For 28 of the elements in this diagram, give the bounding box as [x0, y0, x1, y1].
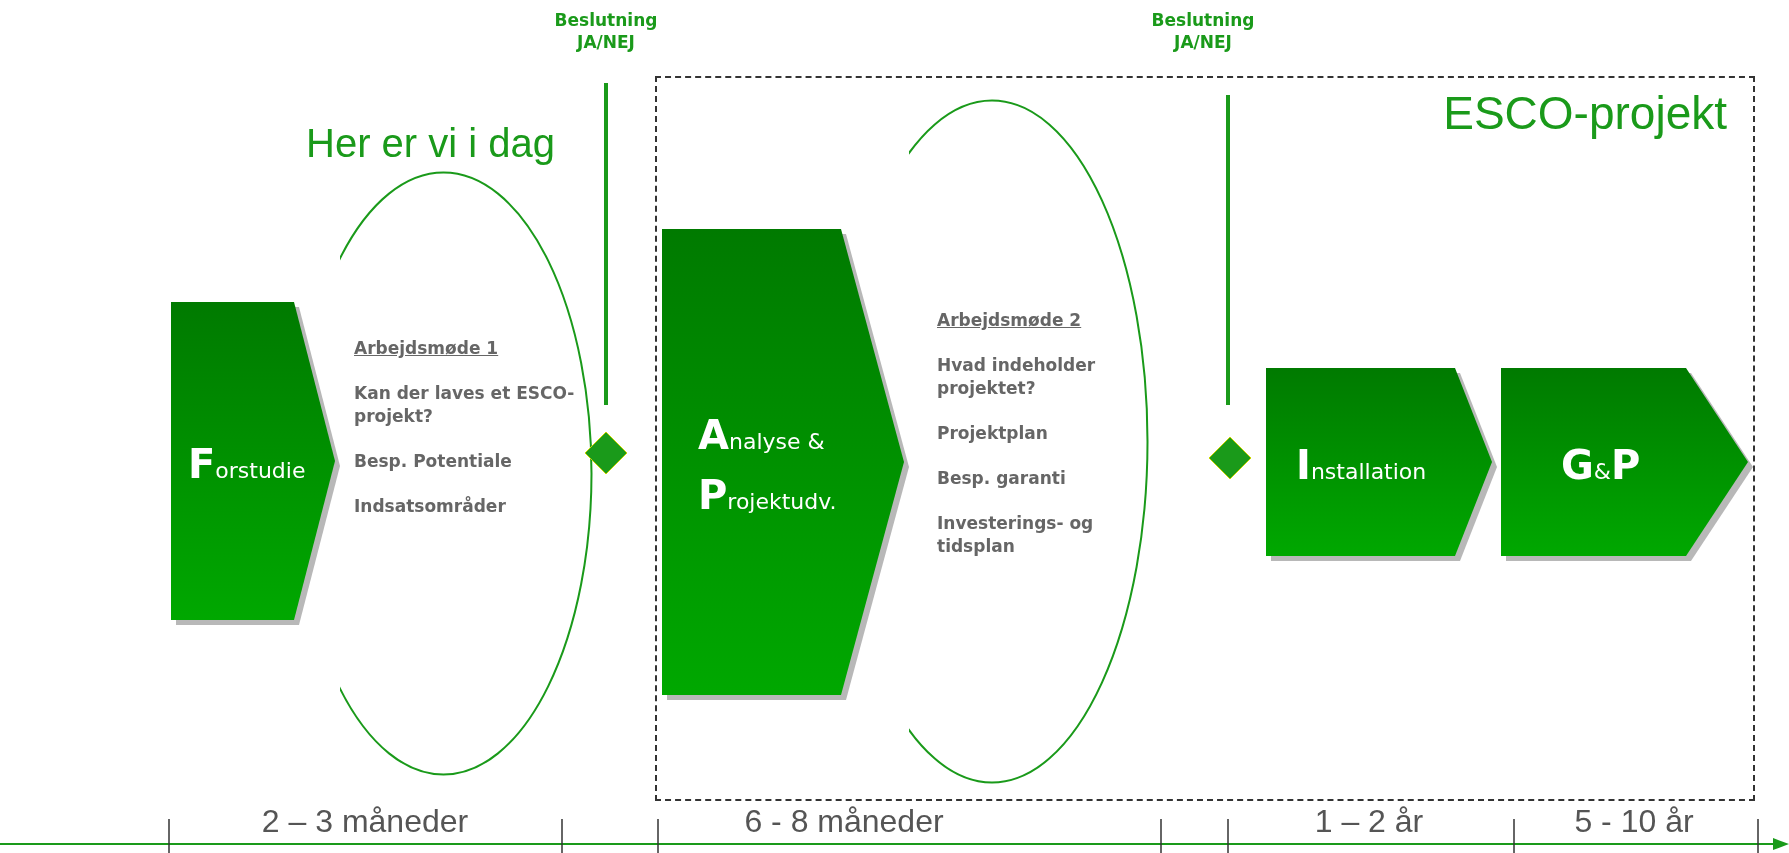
status-note: Her er vi i dag	[306, 120, 555, 166]
agenda-item: Projektplan	[937, 421, 1049, 445]
agenda-item: Besp. garanti	[937, 466, 1067, 490]
agenda-item: Kan der laves et ESCO-projekt?	[354, 381, 576, 428]
agenda-item: Investerings- og tidsplan	[937, 511, 1095, 558]
duration-label: 1 – 2 år	[1313, 803, 1425, 840]
decision-diamond	[584, 431, 628, 475]
phase-label: G&P	[1561, 440, 1641, 490]
frame-title: ESCO-projekt	[1443, 86, 1727, 140]
phase-label: Analyse & Projektudv.	[698, 410, 838, 520]
phase-block	[171, 302, 340, 625]
phase-label: Forstudie	[188, 439, 306, 489]
project-frame	[655, 76, 1755, 801]
duration-label: 6 - 8 måneder	[743, 803, 945, 840]
decision-diamond	[1208, 436, 1252, 480]
agenda-item: Hvad indeholder projektet?	[937, 353, 1097, 400]
duration-label: 5 - 10 år	[1573, 803, 1695, 840]
phase-block	[1501, 368, 1753, 561]
agenda-item: Besp. Potentiale	[354, 449, 513, 473]
duration-label: 2 – 3 måneder	[260, 803, 470, 840]
phase-block	[662, 229, 909, 700]
decision-label: Beslutning JA/NEJ	[553, 9, 659, 54]
phase-label: Installation	[1296, 440, 1427, 490]
agenda-heading: Arbejdsmøde 1	[354, 337, 500, 360]
agenda-item: Indsatsområder	[354, 494, 507, 518]
agenda-heading: Arbejdsmøde 2	[937, 309, 1083, 332]
phase-block	[1266, 368, 1497, 561]
decision-label: Beslutning JA/NEJ	[1150, 9, 1256, 54]
